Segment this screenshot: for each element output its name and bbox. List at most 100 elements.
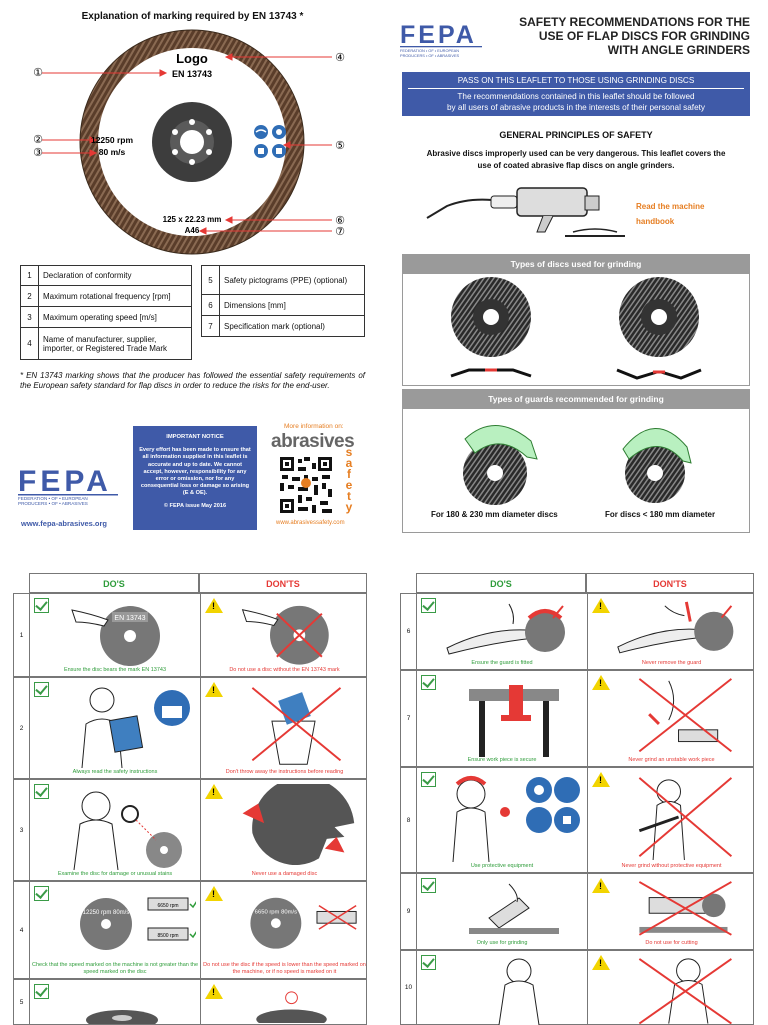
- caption-do-4: Check that the speed marked on the machi…: [31, 962, 199, 975]
- table-row: 6 Ensure the guard is fitted Never remov…: [400, 593, 754, 670]
- warning-icon: [205, 682, 223, 697]
- table-row: 3 Examine the disc for damage or unusual…: [13, 779, 367, 881]
- disc-mounting-wrong-illustration: [256, 991, 327, 1024]
- fepa-logo-bottom: FEPA FEDERATION • OF • EUROPEAN PRODUCER…: [18, 463, 118, 512]
- svg-text:FEDERATION • OF • EUROPEAN: FEDERATION • OF • EUROPEAN: [18, 496, 88, 501]
- principles-text: Abrasive discs improperly used can be ve…: [426, 149, 726, 170]
- read-machine-handbook: Read the machine handbook: [636, 202, 705, 226]
- callout-6: ⑥: [335, 215, 345, 227]
- svg-text:PRODUCERS • OF • ABRASIVES: PRODUCERS • OF • ABRASIVES: [400, 53, 460, 58]
- disc-hole: [180, 130, 204, 154]
- disc-spec-text: A46: [185, 226, 200, 235]
- table-row: 4 12250 rpm 80m/s 6650 rpm 8500 rpm Chec…: [13, 881, 367, 979]
- callout-3: ③: [33, 147, 43, 159]
- table-row: 8 Use protective equipment: [400, 767, 754, 873]
- caption-do-7: Ensure work piece is secure: [467, 757, 537, 763]
- table-row: 5: [13, 979, 367, 1025]
- caption-dont-4: Do not use the disc if the speed is lowe…: [203, 962, 366, 975]
- check-icon: [34, 784, 49, 799]
- flap-disc-diagram: Logo EN 13743 12250 rpm 80 m/s 125 x 22.…: [33, 29, 345, 255]
- abrasives-wordmark: abrasives: [271, 431, 355, 452]
- speed-mismatch-illustration: 6650 rpm 80m/s: [250, 897, 357, 949]
- more-info-label: More information on:: [284, 423, 344, 430]
- types-of-guards-header: Types of guards recommended for grinding: [402, 389, 750, 409]
- dont-header-right: DON'TS: [586, 573, 754, 593]
- fepa-logo-top-graphic: FEPA FEDERATION • OF • EUROPEAN PRODUCER…: [400, 21, 482, 58]
- check-icon: [34, 984, 49, 999]
- svg-text:FEDERATION • OF • EUROPEAN: FEDERATION • OF • EUROPEAN: [400, 48, 459, 53]
- disc-rpm-text: 12250 rpm: [91, 135, 133, 145]
- caption-do-9: Only use for grinding: [476, 940, 528, 946]
- notice-body: Every effort has been made to ensure tha…: [139, 447, 251, 497]
- svg-text:FEPA: FEPA: [18, 465, 112, 498]
- no-cutting-illustration: [638, 881, 732, 936]
- types-of-guards-panel: For 180 & 230 mm diameter discs For disc…: [402, 409, 750, 533]
- check-icon: [34, 886, 49, 901]
- svg-text:PRODUCERS • OF • ABRASIVES: PRODUCERS • OF • ABRASIVES: [18, 501, 88, 506]
- qr-code[interactable]: [278, 455, 334, 515]
- table-row: 9 Only use for grinding Do not use for c…: [400, 873, 754, 950]
- disc-types-illustration: [450, 277, 702, 380]
- disc-mounting-illustration: [86, 1010, 158, 1024]
- warning-icon: [205, 598, 223, 613]
- callout-1: ①: [33, 67, 43, 79]
- caption-do-3: Examine the disc for damage or unusual s…: [57, 871, 173, 877]
- svg-text:6650 rpm: 6650 rpm: [157, 903, 178, 909]
- caption-dont-9: Do not use for cutting: [645, 940, 698, 946]
- notice-issue: © FEPA issue May 2016: [163, 502, 227, 509]
- disc-logo-text: Logo: [176, 51, 208, 66]
- guard-caption-small: For discs < 180 mm diameter: [605, 510, 716, 519]
- warning-icon: [205, 886, 223, 901]
- svg-text:6650 rpm 80m/s: 6650 rpm 80m/s: [255, 909, 297, 915]
- do-header-right: DO'S: [416, 573, 586, 593]
- caption-do-6: Ensure the guard is fitted: [471, 660, 533, 666]
- warning-icon: [592, 878, 610, 893]
- caption-dont-8: Never grind without protective equipment: [621, 863, 722, 869]
- guard-removed-illustration: [617, 601, 734, 654]
- caption-dont-7: Never grind an unstable work piece: [628, 757, 715, 763]
- pass-on-banner: PASS ON THIS LEAFLET TO THOSE USING GRIN…: [402, 72, 750, 116]
- fepa-website[interactable]: www.fepa-abrasives.org: [21, 519, 108, 528]
- abrasives-safety-url[interactable]: www.abrasivessafety.com: [276, 520, 345, 526]
- table-row: 7 Ensure work piece is secure Never grin…: [400, 670, 754, 767]
- disc-no-mark-illustration: [241, 605, 329, 665]
- safety-vertical: s a f e t y: [345, 445, 353, 514]
- guard-fitted-illustration: [446, 603, 565, 655]
- check-icon: [421, 772, 436, 787]
- caption-do-1: Ensure the disc bears the mark EN 13743: [63, 667, 167, 673]
- caption-dont-1: Do not use a disc without the EN 13743 m…: [229, 667, 340, 673]
- warning-icon: [592, 675, 610, 690]
- damaged-disc-illustration: [242, 784, 355, 865]
- protective-equipment-illustration: [452, 776, 580, 862]
- ppe-pictograms: [254, 125, 286, 158]
- svg-text:FEPA: FEPA: [400, 21, 477, 49]
- callout-2: ②: [33, 134, 43, 146]
- types-of-discs-header: Types of discs used for grinding: [402, 254, 750, 274]
- check-icon: [421, 675, 436, 690]
- table-row: 10: [400, 950, 754, 1025]
- do-header-left: DO'S: [29, 573, 199, 593]
- disc-en13743-illustration: EN 13743: [71, 606, 160, 666]
- page-title: SAFETY RECOMMENDATIONS FOR THE USE OF FL…: [519, 15, 750, 57]
- grinding-only-illustration: [469, 883, 559, 934]
- worker-posture-illustration: [498, 958, 540, 1025]
- callout-7: ⑦: [335, 226, 345, 238]
- notice-title: IMPORTANT NOTICE: [166, 434, 224, 440]
- warning-icon: [205, 984, 223, 999]
- check-icon: [421, 955, 436, 970]
- unstable-workpiece-illustration: [638, 678, 732, 753]
- fepa-logo-top: FEPA FEDERATION • OF • EUROPEAN PRODUCER…: [400, 18, 482, 67]
- table-row: 1 EN 13743 Ensure the disc bears the mar…: [13, 593, 367, 677]
- caption-dont-3: Never use a damaged disc: [251, 871, 318, 877]
- important-notice: IMPORTANT NOTICE Every effort has been m…: [133, 426, 257, 530]
- principles-heading: GENERAL PRINCIPLES OF SAFETY: [499, 130, 653, 140]
- types-of-discs-panel: [402, 274, 750, 386]
- secure-workpiece-illustration: [469, 685, 559, 757]
- table-row: 2 Always read the safety instructions Do…: [13, 677, 367, 779]
- svg-text:8500 rpm: 8500 rpm: [157, 933, 178, 939]
- fepa-logo-graphic: FEPA FEDERATION • OF • EUROPEAN PRODUCER…: [18, 465, 118, 506]
- footnote: * EN 13743 marking shows that the produc…: [20, 371, 365, 390]
- disc-dim-text: 125 x 22.23 mm: [163, 215, 222, 224]
- callout-5: ⑤: [335, 140, 345, 152]
